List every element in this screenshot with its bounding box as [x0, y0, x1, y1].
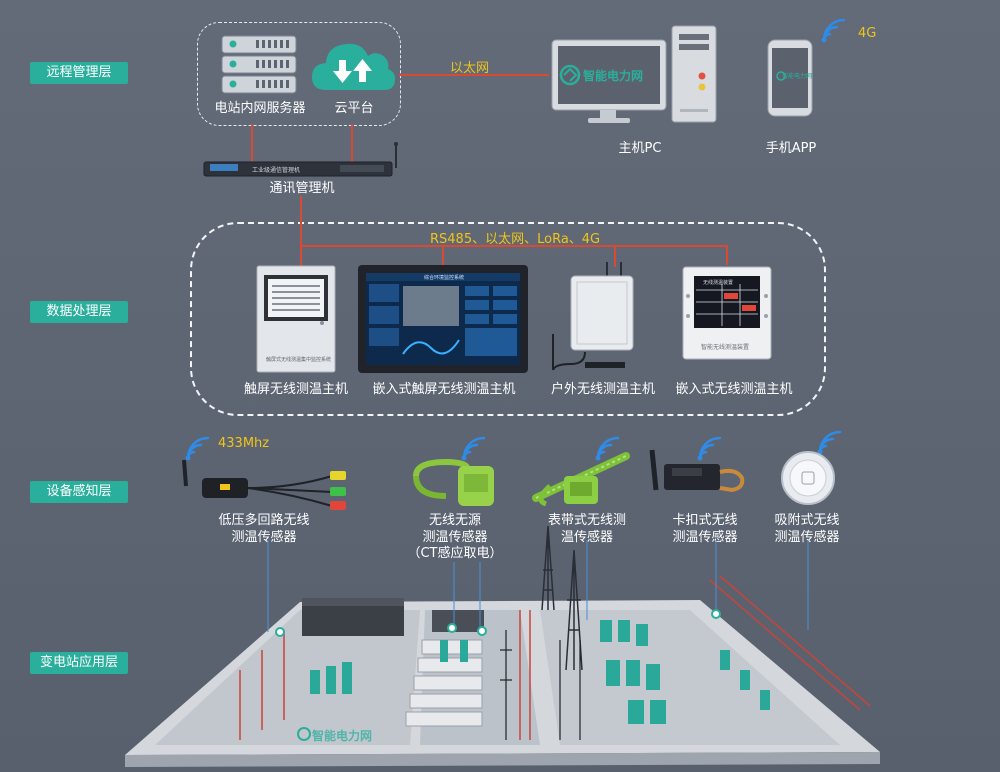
sensor2-line2: 测温传感器 [422, 530, 488, 545]
sensor3-line1: 表带式无线测 [547, 513, 626, 528]
bus-drop-2 [442, 245, 444, 265]
pc-screen-brand: 智能电力网 [583, 69, 644, 83]
embedded-host-label: 嵌入式无线测温主机 [675, 382, 793, 397]
layer-tag-remote: 远程管理层 [30, 62, 128, 84]
wifi-icon-sensor1 [185, 436, 210, 461]
strap-sensor-icon [532, 452, 630, 507]
freq-label: 433Mhz [218, 436, 270, 451]
outdoor-host-label: 户外无线测温主机 [550, 382, 655, 397]
sensor4-line1: 卡扣式无线 [672, 513, 738, 528]
layer-tag-data: 数据处理层 [30, 301, 128, 323]
outdoor-host-device [552, 262, 634, 371]
ethernet-label: 以太网 [450, 61, 490, 76]
embedded-touch-host-label: 嵌入式触屏无线测温主机 [372, 382, 516, 397]
wifi-4g-icon [821, 18, 846, 43]
phone-icon [767, 39, 813, 117]
wifi-icon-sensor5 [817, 430, 842, 455]
cloud-label: 云平台 [334, 101, 374, 116]
sensor1-line1: 低压多回路无线 [218, 513, 310, 528]
ethernet-line [399, 74, 549, 76]
bus-drop-4 [726, 245, 728, 265]
phone-screen-brand: 智能电力网 [782, 73, 813, 80]
watermark-logo-icon [297, 727, 311, 741]
sensor2-line1: 无线无源 [428, 513, 481, 528]
clip-sensor-icon [649, 449, 745, 493]
substation-watermark: 智能电力网 [312, 729, 373, 743]
layer-tag-sensing: 设备感知层 [30, 481, 128, 503]
touch-host-screen-text: 触屏式无线测温集中监控系统 [266, 357, 332, 363]
comm-to-bus-line [300, 196, 302, 266]
cloud-connector [351, 124, 353, 162]
sensor5-line2: 测温传感器 [774, 530, 840, 545]
adsorption-sensor-icon [781, 451, 835, 505]
data-layer-group [190, 222, 826, 416]
pc-monitor-icon [551, 39, 667, 123]
server-label: 电站内网服务器 [214, 101, 306, 116]
layer-tag-substation: 变电站应用层 [30, 652, 128, 674]
comm-manager-device [203, 142, 398, 177]
sensor2-line3: （CT感应取电） [407, 546, 503, 561]
phone-label: 手机APP [765, 141, 817, 156]
touch-host-label: 触屏无线测温主机 [243, 382, 348, 397]
wifi-icon-sensor2 [461, 436, 486, 461]
server-connector [251, 124, 253, 162]
embedded-host-screen-text: 无线测温装置 [703, 280, 734, 286]
protocols-label: RS485、以太网、LoRa、4G [430, 232, 601, 247]
signal-4g-label: 4G [858, 26, 877, 41]
embedded-touch-host-device [358, 265, 528, 373]
cloud-icon [312, 43, 396, 90]
bus-drop-3 [614, 245, 616, 267]
wifi-icon-sensor3 [595, 436, 620, 461]
sensor4-line2: 测温传感器 [672, 530, 738, 545]
passive-ct-sensor-icon [413, 458, 494, 506]
embedded-touch-host-screen-text: 综合环境监控系统 [424, 275, 465, 281]
touch-host-device [256, 265, 336, 373]
embedded-host-device-text: 智能无线测温装置 [701, 344, 750, 351]
sensor3-line2: 温传感器 [560, 530, 613, 545]
comm-manager-label: 通讯管理机 [269, 181, 335, 196]
wifi-icon-sensor4 [697, 436, 722, 461]
server-icon [221, 35, 297, 94]
substation-scene [125, 525, 880, 767]
comm-manager-device-text: 工业级通信管理机 [252, 167, 301, 174]
pc-label: 主机PC [618, 141, 662, 156]
low-voltage-sensor-icon [182, 459, 346, 510]
data-bus-line [300, 245, 728, 247]
sensor5-line1: 吸附式无线 [774, 513, 840, 528]
sensor1-line2: 测温传感器 [231, 530, 297, 545]
embedded-host-device [682, 266, 772, 360]
pc-tower-icon [671, 25, 717, 123]
